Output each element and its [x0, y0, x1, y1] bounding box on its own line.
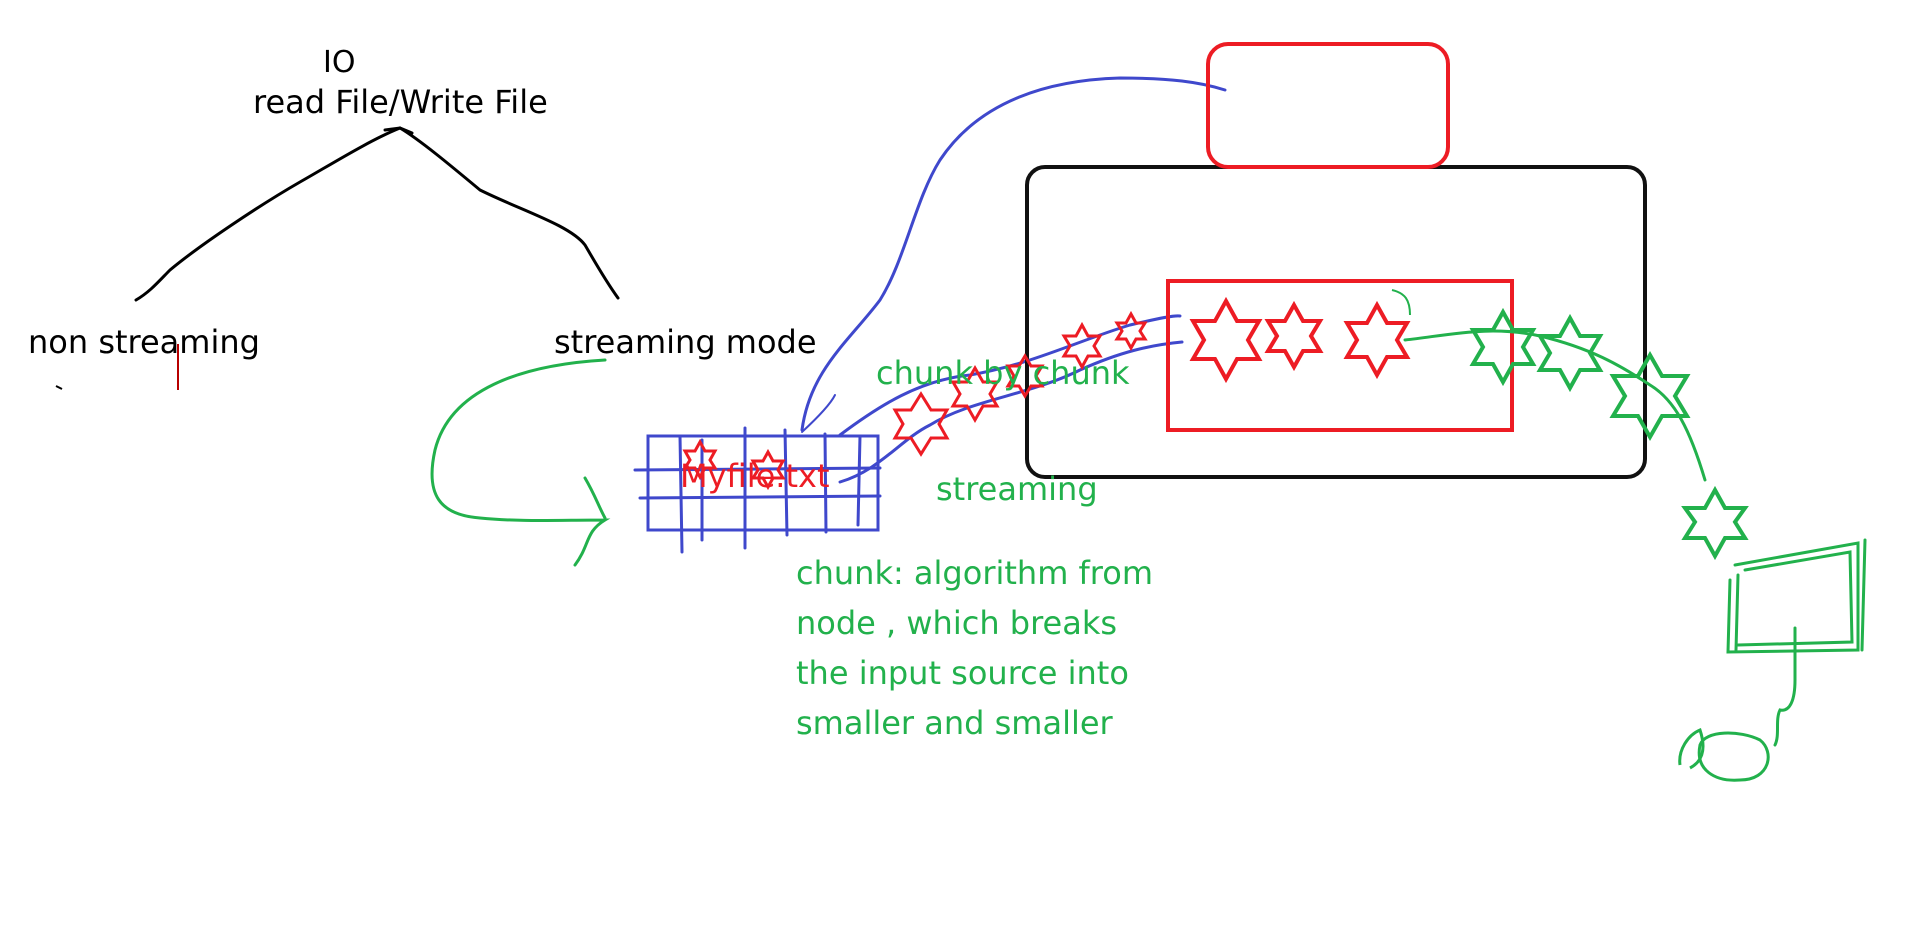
- green-stars-group: [1469, 307, 1749, 561]
- blue-curve-to-output: [800, 76, 1227, 432]
- streaming-label: streaming: [936, 470, 1098, 508]
- six-pointed-star-icon: [1536, 313, 1604, 393]
- stray-mark: [55, 385, 63, 390]
- green-loop-arrow: [430, 358, 611, 567]
- tree-branch-left: [134, 126, 402, 302]
- six-pointed-star-icon: [750, 448, 786, 491]
- streaming-mode-label: streaming mode: [554, 323, 817, 361]
- red-arc-mark: [1391, 289, 1411, 316]
- six-pointed-star-icon: [1264, 300, 1324, 372]
- six-pointed-star-icon: [1343, 300, 1411, 380]
- buffer-box: [1166, 279, 1514, 432]
- mouse-icon: [1678, 727, 1770, 782]
- six-pointed-star-icon: [1681, 485, 1749, 561]
- six-pointed-star-icon: [682, 438, 718, 481]
- chunk-note-line: smaller and smaller: [796, 704, 1113, 742]
- chunk-by-chunk-label: chunk by chunk: [876, 354, 1130, 392]
- chunk-note-line: chunk: algorithm from: [796, 554, 1153, 592]
- six-pointed-star-icon: [1469, 307, 1537, 387]
- six-pointed-star-icon: [1005, 353, 1045, 399]
- six-pointed-star-icon: [1114, 310, 1148, 352]
- file-name-label: Myfile.txt: [680, 457, 830, 495]
- blue-curve-branch: [801, 394, 836, 433]
- non-streaming-label: non streaming: [28, 323, 260, 361]
- output-box: [1206, 42, 1450, 169]
- tree-branch-top: [383, 126, 414, 135]
- six-pointed-star-icon: [892, 391, 950, 457]
- stream-tube-lower: [838, 340, 1184, 484]
- chunk-note-line: node , which breaks: [796, 604, 1118, 642]
- mouse-cable: [1773, 626, 1797, 747]
- chunk-note-line: the input source into: [796, 654, 1129, 692]
- io-subtitle: read File/Write File: [253, 83, 548, 121]
- red-stars-group: [682, 296, 1411, 491]
- chunk-note: chunk: algorithm from node , which break…: [796, 548, 1153, 748]
- six-pointed-star-icon: [1609, 350, 1691, 442]
- green-outflow-curve: [1403, 329, 1707, 482]
- io-title: IO: [323, 45, 356, 80]
- six-pointed-star-icon: [950, 364, 1000, 424]
- six-pointed-star-icon: [1061, 321, 1103, 371]
- tree-branch-right: [398, 126, 620, 300]
- six-pointed-star-icon: [1189, 296, 1263, 384]
